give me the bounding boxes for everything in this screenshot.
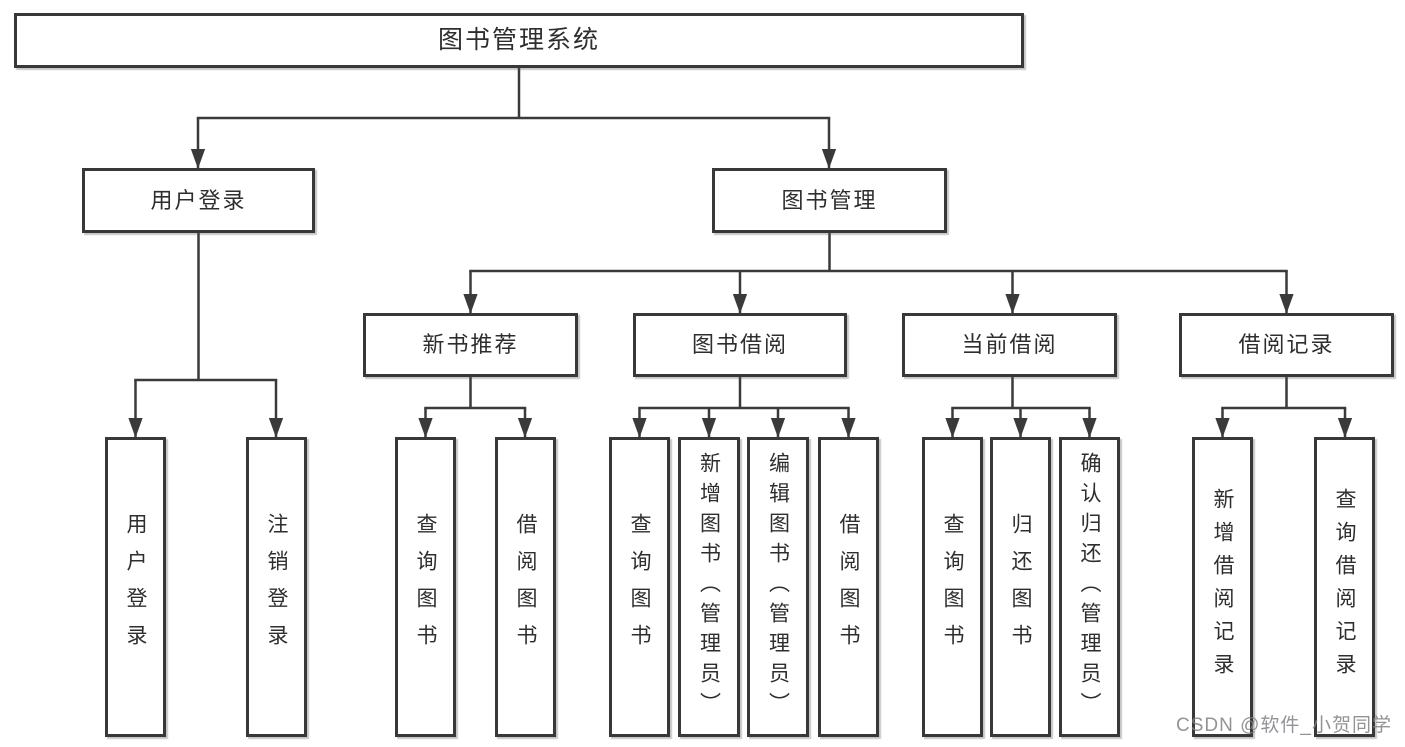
- watermark: CSDN @软件_小贺同学: [1176, 715, 1392, 736]
- node-borrowing-records: 借阅记录: [1179, 313, 1394, 377]
- node-book-management: 图书管理: [712, 168, 947, 233]
- node-logout-action: 注销登录: [246, 437, 307, 737]
- node-add-books-admin: 新增图书（管理员）: [678, 437, 740, 737]
- node-current-borrowing: 当前借阅: [902, 313, 1117, 377]
- node-borrow-books-recommend: 借阅图书: [495, 437, 556, 737]
- node-user-login-action: 用户登录: [105, 437, 166, 737]
- node-user-login: 用户登录: [82, 168, 315, 233]
- node-query-books-current: 查询图书: [922, 437, 983, 737]
- node-query-borrow-record: 查询借阅记录: [1314, 437, 1375, 737]
- node-book-borrowing: 图书借阅: [633, 313, 847, 377]
- node-edit-books-admin: 编辑图书（管理员）: [747, 437, 809, 737]
- node-add-borrow-record: 新增借阅记录: [1192, 437, 1253, 737]
- node-return-books: 归还图书: [990, 437, 1051, 737]
- connector-arrows: [128, 118, 1353, 438]
- node-borrow-books-borrowing: 借阅图书: [818, 437, 879, 737]
- node-query-books-borrowing: 查询图书: [609, 437, 670, 737]
- node-new-book-recommend: 新书推荐: [363, 313, 578, 377]
- node-library-system: 图书管理系统: [14, 13, 1024, 68]
- node-confirm-return-admin: 确认归还（管理员）: [1059, 437, 1120, 737]
- node-query-books-recommend: 查询图书: [395, 437, 456, 737]
